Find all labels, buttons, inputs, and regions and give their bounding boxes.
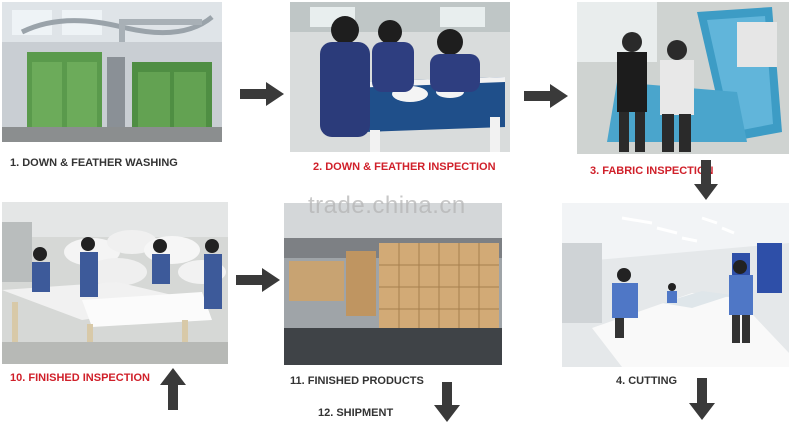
step-label-finished-products: 11. FINISHED PRODUCTS (290, 375, 424, 387)
photo-finished-inspection (2, 202, 228, 364)
arrow-up-icon (160, 368, 186, 410)
step-label-washing: 1. DOWN & FEATHER WASHING (10, 157, 178, 169)
arrow-right-icon (524, 84, 568, 108)
arrow-down-icon (434, 382, 460, 422)
step-label-fabric-inspection: 3. FABRIC INSPECTION (590, 165, 714, 177)
photo-cutting (562, 203, 789, 367)
arrow-down-icon (694, 160, 718, 200)
step-label-down-inspection: 2. DOWN & FEATHER INSPECTION (313, 161, 496, 173)
step-label-shipment: 12. SHIPMENT (318, 407, 394, 419)
photo-finished-products (284, 203, 502, 365)
step-label-cutting: 4. CUTTING (616, 375, 678, 387)
watermark: trade.china.cn (308, 192, 466, 219)
arrow-right-icon (236, 268, 280, 292)
arrow-down-icon (689, 378, 715, 420)
arrow-right-icon (240, 82, 284, 106)
step-label-finished-inspection: 10. FINISHED INSPECTION (10, 372, 150, 384)
photo-down-inspection (290, 2, 510, 152)
photo-washing (2, 2, 222, 142)
photo-fabric-inspection (577, 2, 789, 154)
